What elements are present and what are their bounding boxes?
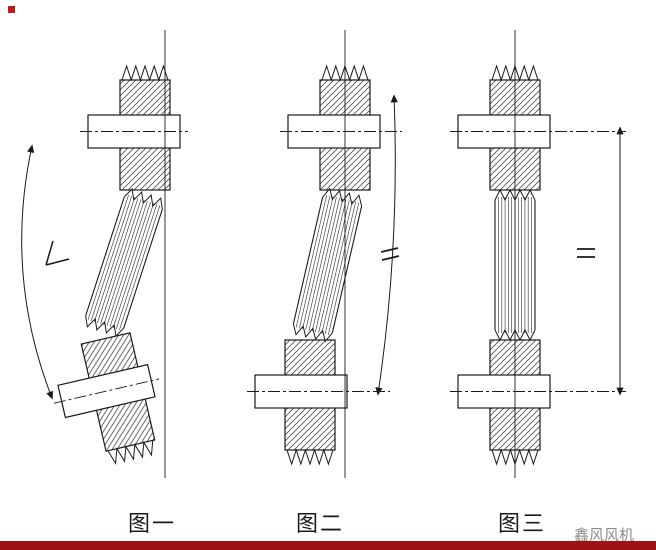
belt-edges [494,200,536,330]
fig1-top-pulley-assembly [80,64,188,191]
fig3-top-pulley-assembly [450,64,626,191]
angle-arc-icon [21,144,54,400]
figure-1-caption: 图一 [127,511,176,536]
belt-ribs [87,195,161,330]
pulley-grooves [107,440,154,465]
belt-top-teeth [322,187,363,207]
parallel-marks-icon [380,247,400,261]
offset-dimension-line [375,94,398,396]
figure-3-caption: 图三 [497,511,546,536]
footer-accent-bar [0,541,656,550]
belt-ribs [498,197,532,333]
fig2-top-pulley-assembly [280,64,402,191]
fig2-belt [292,187,363,343]
pulley-grooves [286,448,334,466]
belt-edges [85,196,163,329]
watermark: 鑫风风机 [574,527,635,544]
figure-2 [247,30,402,478]
figure-1 [21,30,188,478]
fig3-bottom-pulley-assembly [450,339,626,466]
red-corner-marker [8,6,15,13]
belt-ribs [295,194,360,336]
fig1-bottom-pulley-assembly [53,332,160,465]
belt-bottom-teeth [85,315,125,338]
pulley-grooves [121,64,169,82]
fig2-bottom-pulley-assembly [247,339,390,466]
belt-bottom-teeth [292,323,333,343]
shaft-centerline [53,378,160,404]
figure-2-caption: 图二 [295,511,344,536]
belt-edges [292,197,363,333]
figure-3 [450,30,626,478]
belt-top-teeth [123,187,163,210]
parallel-marks-icon [577,248,595,258]
angle-mark-icon [45,240,70,266]
fig1-belt [85,187,163,338]
